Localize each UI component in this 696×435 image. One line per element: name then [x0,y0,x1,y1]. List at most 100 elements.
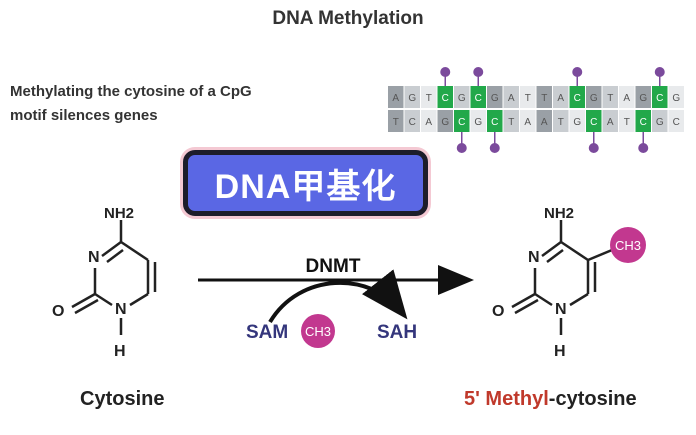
svg-text:G: G [441,117,449,128]
description-line-2: motif silences genes [10,107,158,124]
dna-base-top-13: T [602,86,618,108]
methylcytosine-n1-label: N [555,301,567,318]
dna-base-top-16: C [652,86,668,108]
dna-base-top-14: A [619,86,635,108]
svg-text:T: T [393,117,399,128]
dna-base-bottom-8: A [520,110,536,132]
sam-methyl-label: CH3 [305,324,331,339]
methylcytosine-amine-label: NH2 [544,205,574,222]
dna-base-top-17: G [668,86,684,108]
dna-base-bottom-0: T [388,110,404,132]
banner-dna-methylation: DNA甲基化 [183,150,428,216]
svg-text:A: A [607,117,614,128]
dna-base-bottom-5: G [470,110,486,132]
reaction-diagram: NH2 N N O H DNMT SAM CH3 SAH NH2 N N O H… [52,205,646,360]
sam-methyl-ball [301,314,335,348]
cytosine-amine-label: NH2 [104,205,134,222]
svg-text:T: T [426,93,432,104]
methyl-pin-8 [638,132,649,153]
svg-text:G: G [408,93,416,104]
svg-text:C: C [656,93,663,104]
svg-text:C: C [640,117,647,128]
dna-base-bottom-9: A [536,110,552,132]
svg-text:T: T [607,93,613,104]
methyl-pin-5 [456,132,467,153]
svg-text:T: T [558,117,564,128]
curved-transfer-arrow [268,269,408,324]
svg-text:G: G [573,117,581,128]
svg-text:G: G [590,93,598,104]
svg-text:A: A [425,117,432,128]
svg-text:C: C [409,117,416,128]
dna-base-top-7: A [503,86,519,108]
svg-text:C: C [442,93,449,104]
dna-base-bottom-13: A [602,110,618,132]
dna-base-top-5: C [470,86,486,108]
sam-label: SAM [246,322,288,343]
dna-base-bottom-16: G [652,110,668,132]
methyl-pin-2 [473,67,484,86]
methylcytosine-n3-label: N [528,249,540,266]
dna-base-top-15: G [635,86,651,108]
svg-text:G: G [458,93,466,104]
methylcytosine-caption-prefix: 5' Methyl [464,388,549,410]
dna-base-bottom-11: G [569,110,585,132]
dna-base-bottom-2: A [421,110,437,132]
enzyme-label: DNMT [306,256,361,277]
page-title: DNA Methylation [272,8,424,29]
dna-base-top-0: A [388,86,404,108]
dna-base-bottom-1: C [404,110,420,132]
svg-text:C: C [574,93,581,104]
cytosine-hydrogen-label: H [114,343,126,360]
svg-text:A: A [508,93,515,104]
svg-text:C: C [475,93,482,104]
cytosine-oxygen-label: O [52,303,64,320]
dna-base-bottom-14: T [619,110,635,132]
svg-text:A: A [392,93,399,104]
dna-base-top-6: G [487,86,503,108]
methylcytosine-caption: 5' Methyl-cytosine [464,388,637,411]
methyl-group-ball [610,227,646,263]
svg-text:T: T [541,93,547,104]
dna-base-bottom-4: C [454,110,470,132]
dna-base-top-1: G [404,86,420,108]
svg-text:G: G [639,93,647,104]
dna-base-top-4: G [454,86,470,108]
dna-base-bottom-3: G [437,110,453,132]
cytosine-n3-label: N [88,249,100,266]
dna-base-bottom-15: C [635,110,651,132]
methyl-pin-3 [572,67,583,86]
dna-base-top-3: C [437,86,453,108]
svg-text:A: A [557,93,564,104]
svg-text:G: G [656,117,664,128]
dna-base-top-8: T [520,86,536,108]
dna-base-top-11: C [569,86,585,108]
dna-base-top-10: A [553,86,569,108]
svg-text:C: C [491,117,498,128]
svg-text:T: T [525,93,531,104]
methyl-pin-1 [440,67,451,86]
methylcytosine-structure [511,220,613,335]
description-line-1: Methylating the cytosine of a CpG [10,83,252,100]
methylcytosine-oxygen-label: O [492,303,504,320]
svg-text:T: T [624,117,630,128]
svg-text:C: C [590,117,597,128]
cytosine-caption: Cytosine [80,388,165,410]
dna-base-bottom-7: T [503,110,519,132]
methyl-group-label: CH3 [615,238,641,253]
cytosine-n1-label: N [115,301,127,318]
svg-text:G: G [474,117,482,128]
svg-text:T: T [508,117,514,128]
dna-base-bottom-6: C [487,110,503,132]
dna-base-bottom-10: T [553,110,569,132]
svg-text:C: C [673,117,680,128]
dna-base-bottom-17: C [668,110,684,132]
svg-text:A: A [541,117,548,128]
svg-text:C: C [458,117,465,128]
methylcytosine-caption-suffix: -cytosine [548,388,637,410]
methyl-pin-6 [489,132,500,153]
description-text: Methylating the cytosine of a CpG motif … [10,80,252,128]
dna-base-top-9: T [536,86,552,108]
cytosine-structure [71,220,157,335]
